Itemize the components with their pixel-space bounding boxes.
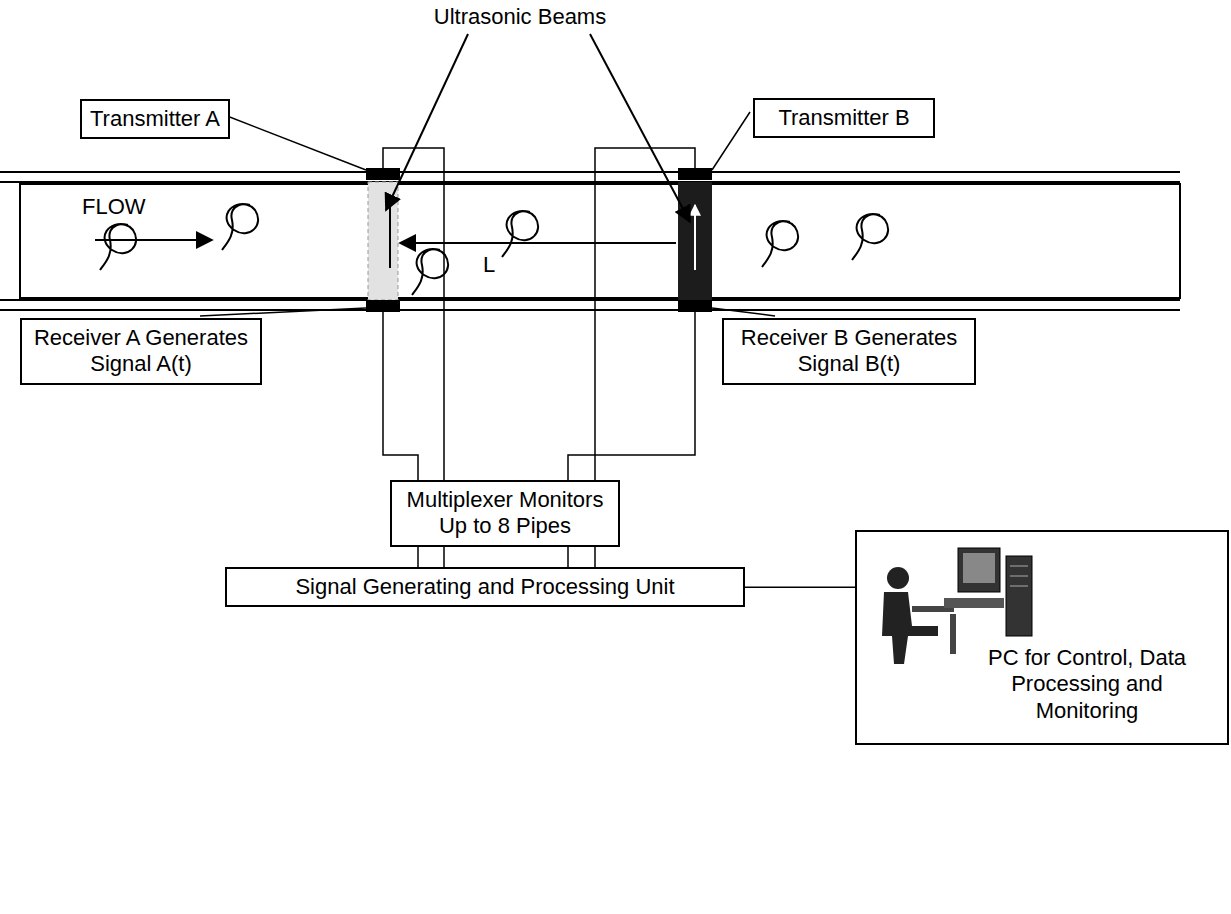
processing-unit-box: Signal Generating and Processing Unit bbox=[225, 567, 745, 607]
leader-line bbox=[590, 34, 690, 222]
receiver-box: Receiver B Generates Signal B(t) bbox=[722, 318, 976, 385]
beam-a bbox=[368, 182, 398, 300]
wires bbox=[383, 148, 695, 480]
node-text: Multiplexer Monitors Up to 8 Pipes bbox=[400, 487, 610, 540]
leader-line bbox=[386, 34, 468, 210]
connector-line bbox=[443, 547, 445, 567]
connector-line bbox=[594, 547, 596, 567]
leader-lines bbox=[200, 112, 775, 316]
turbulence bbox=[100, 204, 888, 295]
connector-line bbox=[567, 547, 569, 567]
distance-arrow bbox=[400, 242, 676, 244]
beam-b bbox=[678, 182, 712, 300]
node-text: PC for Control, Data Processing and Moni… bbox=[957, 645, 1217, 724]
flow-label: FLOW bbox=[82, 194, 146, 220]
connector-line bbox=[745, 586, 855, 588]
pc-box: PC for Control, Data Processing and Moni… bbox=[855, 530, 1229, 745]
connector-line bbox=[417, 547, 419, 567]
pipe bbox=[0, 172, 1180, 310]
receiver-box: Receiver A Generates Signal A(t) bbox=[20, 318, 262, 385]
node-text: Signal Generating and Processing Unit bbox=[235, 574, 735, 600]
node-text: Receiver B Generates Signal B(t) bbox=[732, 325, 966, 378]
node-text: Transmitter A bbox=[90, 106, 220, 132]
transmitter-box: Transmitter B bbox=[753, 98, 935, 138]
distance-label: L bbox=[483, 252, 495, 278]
multiplexer-box: Multiplexer Monitors Up to 8 Pipes bbox=[390, 480, 620, 547]
beam-a-line bbox=[389, 205, 391, 268]
node-text: Receiver A Generates Signal A(t) bbox=[30, 325, 252, 378]
node-text: Transmitter B bbox=[763, 105, 925, 131]
flow-arrow bbox=[95, 239, 212, 241]
beam-b-arrow bbox=[694, 205, 696, 270]
transducers bbox=[366, 168, 712, 312]
transmitter-box: Transmitter A bbox=[80, 99, 230, 139]
beam-label: Ultrasonic Beams bbox=[434, 4, 606, 30]
